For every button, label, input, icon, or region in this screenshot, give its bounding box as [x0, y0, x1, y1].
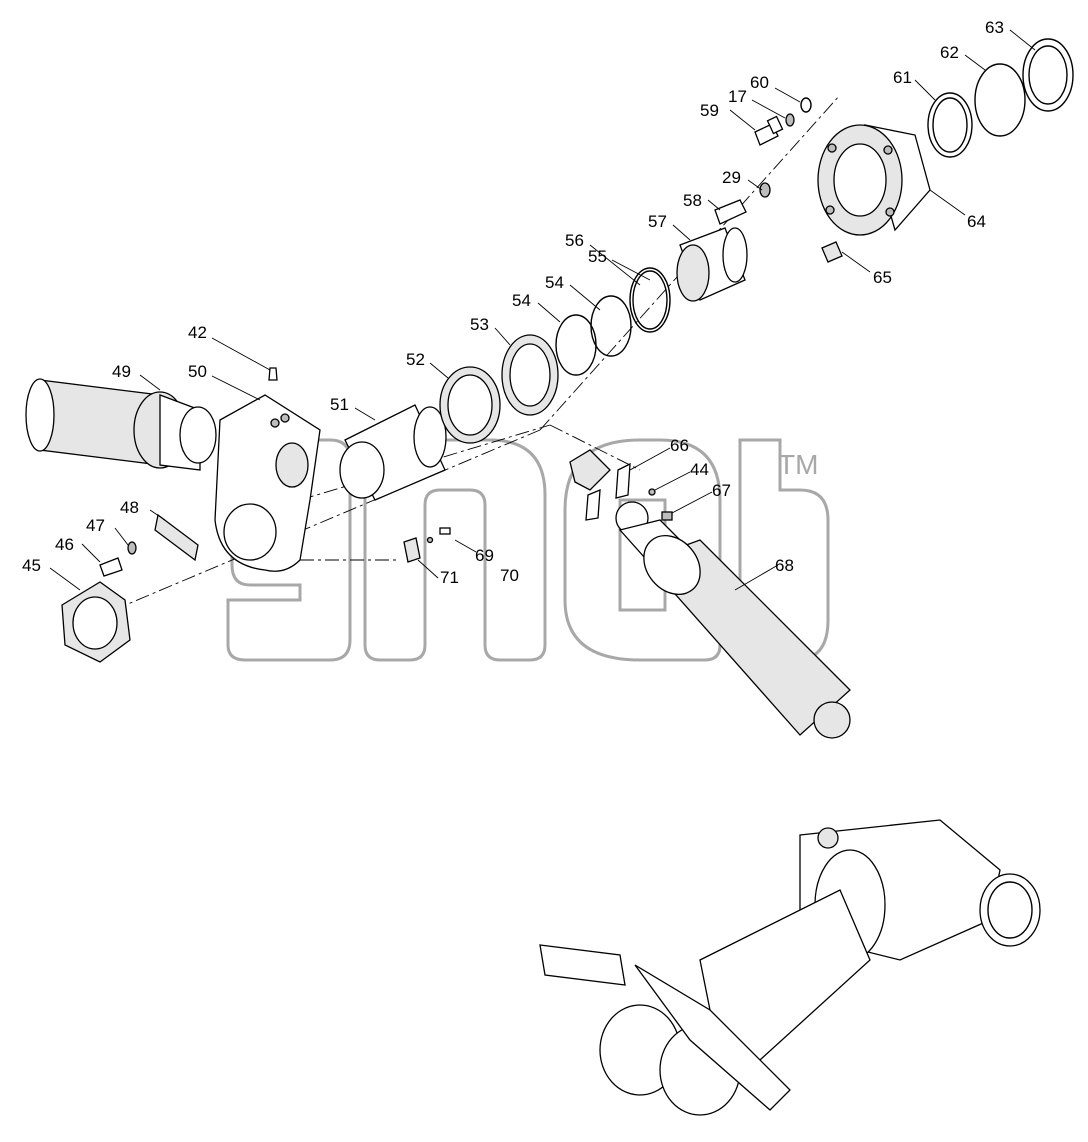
part-52-split-ring [439, 366, 501, 444]
callout-71: 71 [440, 568, 459, 587]
callout-47: 47 [86, 516, 105, 535]
part-61-ring [927, 92, 973, 158]
part-68-piston-rod [615, 501, 851, 739]
part-55-o-ring [629, 267, 671, 333]
callout-44: 44 [690, 460, 709, 479]
callout-56: 56 [565, 231, 584, 250]
part-60-ring [800, 97, 812, 113]
callout-59: 59 [700, 101, 719, 120]
part-53-seal [501, 334, 559, 416]
callout-60: 60 [750, 73, 769, 92]
part-67-screw [661, 511, 673, 521]
callout-54-upper: 54 [545, 273, 564, 292]
callout-42: 42 [188, 323, 207, 342]
callout-53: 53 [470, 315, 489, 334]
part-17-washer [785, 113, 795, 127]
callout-65: 65 [873, 268, 892, 287]
callout-54-lower: 54 [512, 291, 531, 310]
part-63-ring [1022, 38, 1074, 112]
part-64-cylinder-head [817, 124, 931, 236]
part-42-grease-fitting [268, 367, 278, 381]
part-44-ball [648, 488, 656, 496]
part-29-washer [759, 182, 771, 198]
part-71-block [403, 537, 421, 563]
callout-labels: 63 62 60 17 61 59 29 58 64 57 56 55 65 5… [22, 18, 1004, 587]
part-58-screw [714, 199, 747, 225]
part-69-pin [426, 527, 451, 544]
part-66-retainer [569, 449, 631, 521]
callout-55: 55 [588, 247, 607, 266]
part-49-cylinder-sleeve [25, 378, 217, 471]
part-48-plate [154, 513, 199, 562]
callout-68: 68 [775, 556, 794, 575]
callout-67: 67 [712, 481, 731, 500]
callout-62: 62 [940, 43, 959, 62]
part-46-bolt [99, 557, 123, 577]
callout-63: 63 [985, 18, 1004, 37]
callout-69: 69 [475, 546, 494, 565]
callout-17: 17 [728, 87, 747, 106]
callout-50: 50 [188, 362, 207, 381]
part-65-plug [821, 241, 843, 263]
callout-29: 29 [722, 168, 741, 187]
trademark-mark: TM [778, 449, 818, 480]
callout-61: 61 [893, 68, 912, 87]
part-47-washer [127, 541, 137, 555]
callout-57: 57 [648, 212, 667, 231]
callout-51: 51 [330, 395, 349, 414]
callout-52: 52 [406, 350, 425, 369]
callout-58: 58 [683, 191, 702, 210]
part-54-rings [555, 295, 632, 376]
part-51-bushing [339, 404, 447, 501]
callout-48: 48 [120, 498, 139, 517]
callout-64: 64 [967, 212, 986, 231]
part-45-nut [61, 581, 131, 663]
callout-46: 46 [55, 535, 74, 554]
part-57-guide-sleeve [676, 227, 748, 302]
leader-lines [49, 29, 1036, 591]
part-50-lever-arm [214, 394, 321, 572]
callout-45: 45 [22, 556, 41, 575]
assembly-inset-view [539, 819, 1041, 1116]
callout-49: 49 [112, 362, 131, 381]
part-62-ring [974, 63, 1026, 137]
callout-70: 70 [500, 566, 519, 585]
callout-66: 66 [670, 436, 689, 455]
part-59-screw [754, 115, 784, 146]
